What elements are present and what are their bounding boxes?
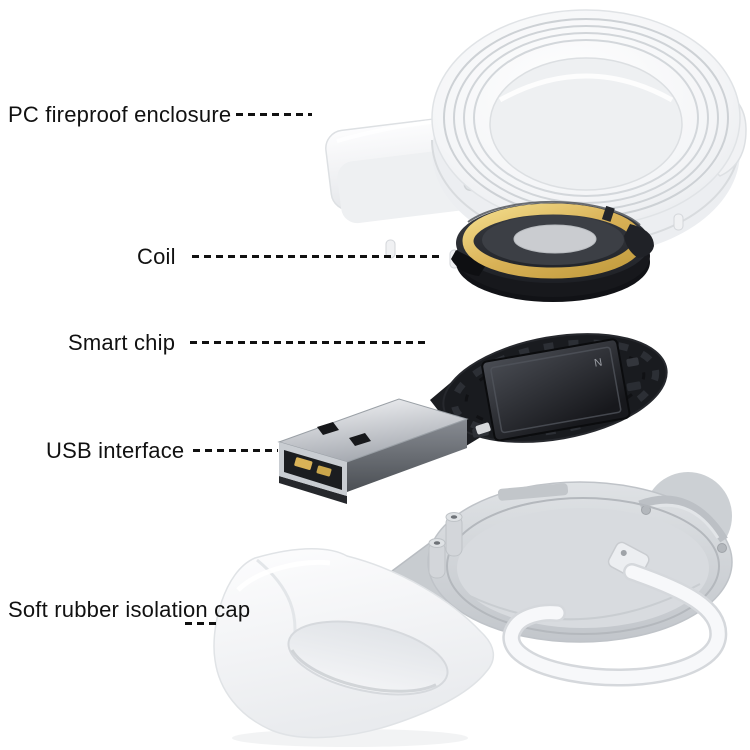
chip-marking: N (593, 356, 603, 369)
label-usb-interface: USB interface (46, 438, 185, 463)
pc-enclosure-illustration (325, 9, 747, 269)
label-pc-fireproof-enclosure: PC fireproof enclosure (8, 102, 232, 127)
label-coil: Coil (137, 244, 176, 269)
smart-chip-illustration: N (430, 333, 668, 446)
leader-line-usb-interface (193, 449, 278, 452)
leader-line-isolation-cap (185, 622, 219, 625)
coil-illustration (451, 200, 654, 302)
label-smart-chip: Smart chip (68, 330, 176, 355)
rubber-cap-illustration (213, 548, 494, 747)
label-soft-rubber-isolation-cap: Soft rubber isolation cap (8, 597, 251, 622)
leader-line-coil (192, 255, 443, 258)
bottom-shell-illustration (386, 472, 733, 643)
usb-connector-illustration (277, 398, 469, 504)
leader-line-enclosure (236, 113, 312, 116)
charging-cable-illustration (502, 541, 728, 687)
leader-line-smart-chip (190, 341, 430, 344)
